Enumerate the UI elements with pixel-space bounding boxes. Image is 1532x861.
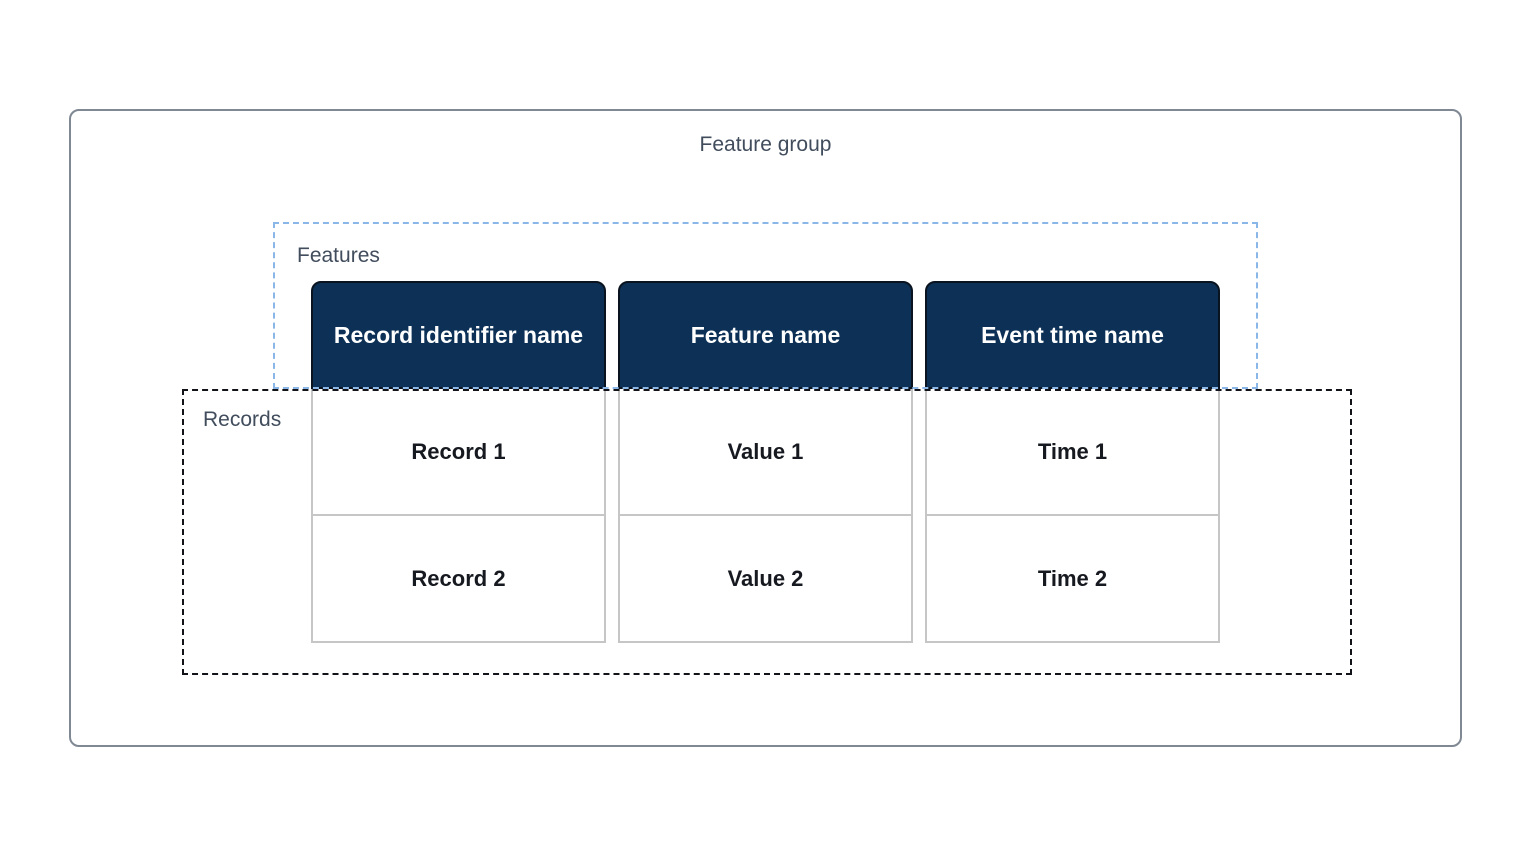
- table-cell-record-2: Record 2: [311, 516, 606, 643]
- table-cell-time-2: Time 2: [925, 516, 1220, 643]
- column-event-time: Event time name Time 1 Time 2: [925, 281, 1220, 643]
- column-header-feature-name: Feature name: [618, 281, 913, 389]
- table-cell-time-1: Time 1: [925, 389, 1220, 516]
- column-header-event-time: Event time name: [925, 281, 1220, 389]
- feature-group-title: Feature group: [699, 133, 832, 156]
- table-cell-value-1: Value 1: [618, 389, 913, 516]
- table-cell-value-2: Value 2: [618, 516, 913, 643]
- table-cell-record-1: Record 1: [311, 389, 606, 516]
- column-feature-name: Feature name Value 1 Value 2: [618, 281, 913, 643]
- feature-group-box: Feature group: [69, 109, 1462, 747]
- column-header-record-identifier: Record identifier name: [311, 281, 606, 389]
- column-record-identifier: Record identifier name Record 1 Record 2: [311, 281, 606, 643]
